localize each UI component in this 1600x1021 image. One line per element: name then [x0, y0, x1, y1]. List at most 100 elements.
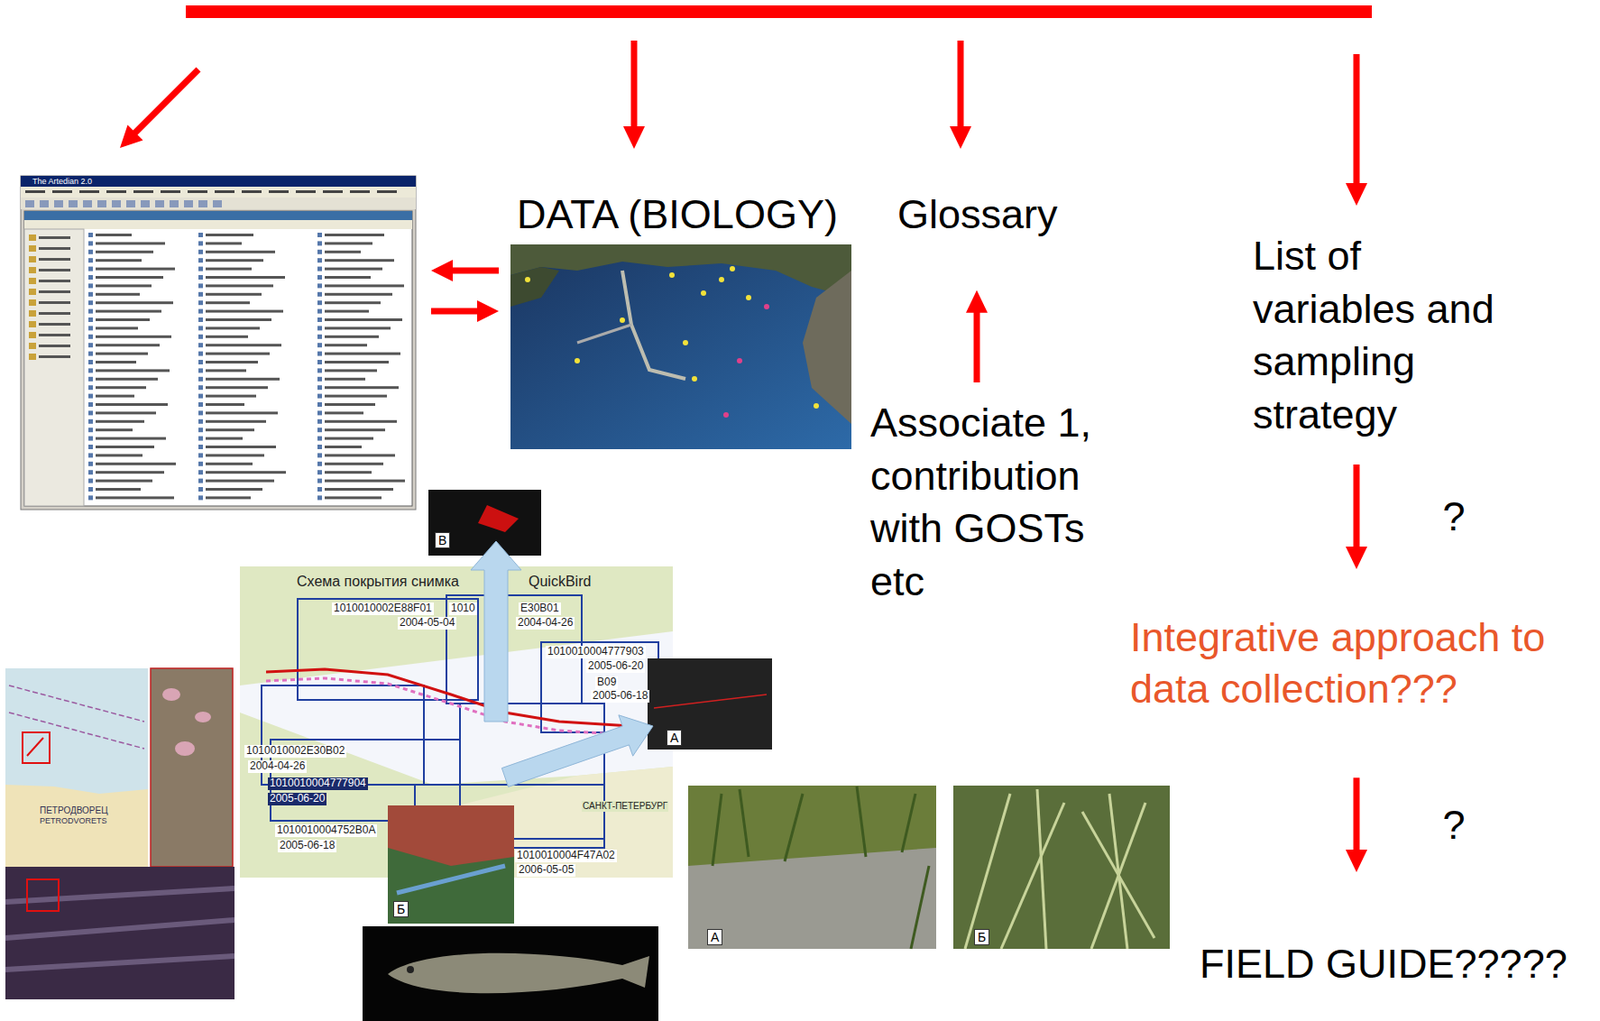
screenshot-rows-part [324, 318, 403, 322]
left-chart-part [150, 668, 233, 867]
red-arrow-part [1345, 183, 1368, 206]
screenshot-rows-part [95, 420, 145, 423]
place-name: PETRODVORETS [38, 816, 109, 826]
quickbird-coverage-map-part [653, 694, 767, 709]
screenshot-rows-part [95, 496, 175, 499]
screenshot-rows-part [28, 277, 37, 285]
screenshot-rows-part [25, 200, 35, 208]
screenshot-rows-part [317, 419, 322, 424]
screenshot-rows-part [95, 335, 172, 339]
screenshot-rows-part [317, 232, 322, 238]
screenshot-rows-part [198, 257, 203, 263]
screenshot-rows-part [38, 290, 71, 294]
grass-photo-part-part [784, 793, 803, 862]
screenshot-rows-part [317, 394, 322, 399]
screenshot-rows-part [324, 360, 389, 364]
screenshot-rows-part [205, 420, 267, 423]
screenshot-rows-part [324, 445, 362, 449]
scene-id: 1010010002E88F01 [331, 602, 434, 616]
screenshot-rows-part [88, 419, 93, 424]
edge-label: ? [1442, 801, 1465, 849]
red-arrow-part [957, 40, 965, 129]
screenshot-rows-part [82, 200, 92, 208]
left-chart-part [5, 888, 235, 970]
red-arrow-part [119, 125, 144, 149]
satellite-map-part-part [669, 272, 675, 278]
scene-id: E30B01 [518, 602, 561, 616]
screenshot-rows-part [95, 377, 158, 381]
red-arrow-part [431, 259, 453, 282]
grass-photo [688, 785, 1170, 949]
screenshot-rows-part [198, 334, 203, 340]
screenshot-rows-part [95, 453, 143, 457]
screenshot-rows-part [317, 436, 322, 442]
screenshot-rows-part [205, 496, 251, 499]
scene-id: 2005-06-18 [277, 839, 337, 853]
screenshot-rows-part [241, 190, 262, 194]
database-screenshot-part [24, 211, 413, 221]
screenshot-rows-part [324, 377, 366, 381]
database-screenshot [20, 175, 416, 510]
satellite-map-part-part [619, 317, 626, 323]
scene-id: 2005-06-20 [267, 792, 327, 806]
grass-photo-part [688, 785, 937, 949]
screenshot-rows-part [198, 385, 203, 390]
left-chart-part [194, 711, 212, 723]
quickbird-coverage-map-part [266, 669, 632, 727]
screenshot-rows-part [38, 333, 71, 337]
left-chart-part [5, 866, 235, 1000]
connector-line [1353, 777, 1361, 855]
top-bar-part [185, 5, 1372, 19]
screenshot-rows-part [317, 410, 322, 415]
screenshot-rows-part [88, 394, 93, 399]
screenshot-rows-part [198, 410, 203, 415]
screenshot-rows-part [187, 190, 208, 194]
screenshot-rows-part [317, 359, 322, 365]
screenshot-rows-part [324, 487, 394, 491]
screenshot-rows-part [88, 436, 93, 442]
screenshot-rows-part [198, 309, 203, 314]
screenshot-rows-part [38, 301, 71, 304]
panel-letter: A [666, 729, 682, 746]
screenshot-rows-part [95, 428, 133, 432]
screenshot-rows-part [324, 395, 387, 398]
screenshot-rows-part [88, 325, 93, 331]
satellite-map [510, 244, 852, 450]
satellite-map-part [524, 266, 819, 409]
red-arrow-part [1353, 54, 1361, 186]
screenshot-rows-part [95, 360, 137, 364]
screenshot-rows-part [198, 436, 203, 442]
screenshot-rows-part [39, 200, 49, 208]
grass-photo-part-part [856, 786, 866, 857]
red-arrow-part [450, 267, 499, 275]
screenshot-rows-part [25, 190, 46, 194]
screenshot-rows-part [198, 469, 203, 475]
left-chart-part [22, 732, 50, 764]
screenshot-rows-part [198, 266, 203, 272]
screenshot-rows-part [38, 268, 71, 272]
satellite-map-part-part [723, 412, 729, 418]
screenshot-rows-part [95, 241, 166, 245]
screenshot-rows-part [317, 495, 322, 500]
screenshot-rows-part [38, 279, 71, 283]
top-bar [185, 5, 1372, 19]
screenshot-rows-part [317, 283, 322, 288]
screenshot-rows-part [205, 445, 276, 449]
screenshot-rows-part [324, 496, 382, 499]
panel-letter: A [707, 928, 723, 946]
screenshot-rows-part [205, 360, 258, 364]
screenshot-rows-part [95, 437, 166, 441]
scene-id: 2005-06-20 [586, 660, 645, 673]
screenshot-rows-part [324, 462, 384, 466]
fish-photo-part [387, 953, 650, 994]
connector-arrow [965, 290, 988, 383]
screenshot-rows-part [324, 420, 397, 423]
screenshot-rows-part [88, 487, 93, 492]
connector-arrow [1345, 777, 1368, 873]
satellite-map-part-part [700, 290, 707, 296]
screenshot-rows-part [205, 487, 263, 491]
quickbird-coverage-map-part [396, 865, 506, 893]
screenshot-rows-part [324, 428, 386, 432]
screenshot-rows-part [377, 190, 397, 194]
